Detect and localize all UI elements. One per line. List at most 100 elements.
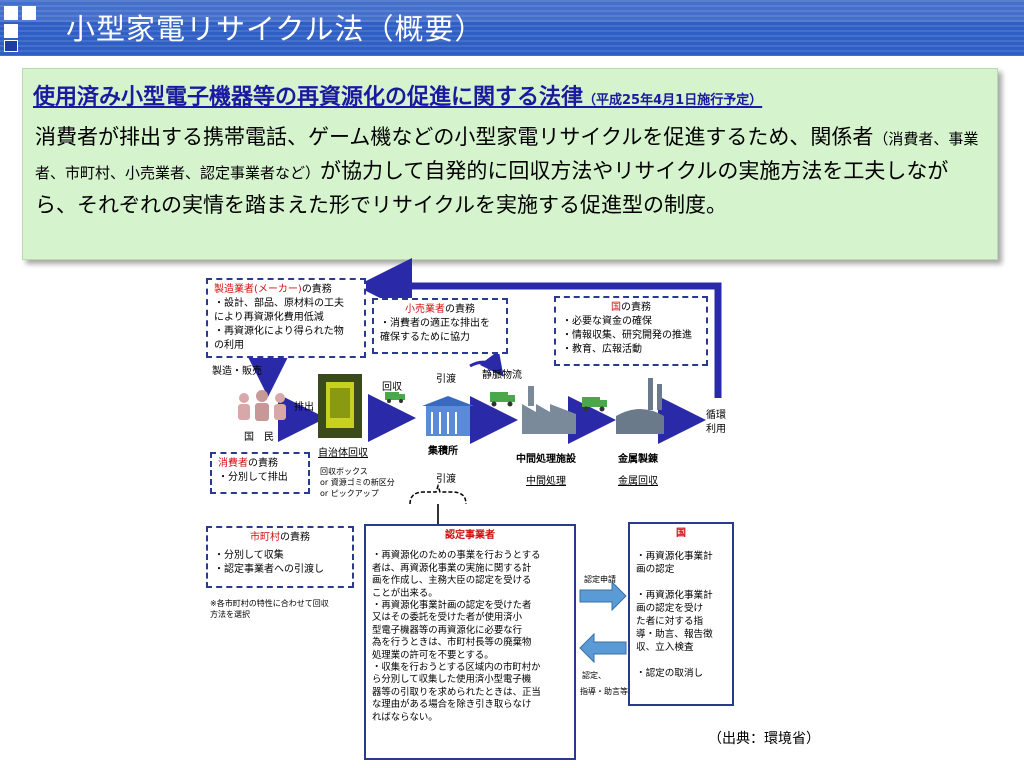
law-date: （平成25年4月1日施行予定） [583, 93, 763, 108]
nation-duty-box: 国の責務 ・必要な資金の確保 ・情報収集、研究開発の推進 ・教育、広報活動 [554, 296, 708, 366]
municipality-note-line: ※各市町村の特性に合わせて回収 [210, 599, 329, 608]
nation-line: ・認定の取消し [636, 668, 704, 679]
certified-line: 又はその委託を受けた者が使用済小 [372, 612, 523, 624]
summary-text-parenthetical: （消費者、事業者、市町村、小売業者、認定事業者など） [35, 130, 979, 182]
certified-line: ・収集を行おうとする区域内の市町村か [372, 662, 541, 674]
smelter-icon [616, 378, 664, 434]
collection-method-item: or 資源ゴミの新区分 [320, 478, 395, 487]
label-cert-guidance-1: 認定、 [582, 671, 606, 680]
label-people: 国 民 [244, 432, 274, 443]
certified-operator-box: 認定事業者 ・再資源化のための事業を行おうとする 者は、再資源化事業の実施に関す… [364, 524, 576, 760]
certified-line: な理由がある場合を除き引き取らなけ [372, 699, 532, 711]
logo-square-4 [4, 40, 18, 52]
maker-title: 製造業者(メーカー) [214, 284, 302, 295]
municipality-line: ・分別して収集 [214, 550, 284, 561]
municipality-title-suffix: の責務 [280, 532, 310, 543]
truck-icon-1 [385, 392, 405, 403]
nation-box: 国 ・再資源化事業計 画の認定 ・再資源化事業計 画の認定を受け た者に対する指… [628, 522, 734, 706]
maker-line: により再資源化費用低減 [214, 312, 324, 323]
maker-line: ・再資源化により得られた物 [214, 326, 344, 337]
summary-text: 消費者が排出する携帯電話、ゲーム機などの小型家電リサイクルを促進するため、関係者… [35, 121, 985, 221]
label-handover-1: 引渡 [436, 374, 456, 385]
municipality-line: ・認定事業者への引渡し [214, 564, 324, 575]
label-intermediate-process: 中間処理 [526, 476, 566, 487]
factory-icon [522, 386, 576, 434]
certified-line: 処理業の許可を不要とする。 [372, 649, 494, 661]
collection-method-item: 回収ボックス [320, 467, 368, 476]
certified-line: ・再資源化のための事業を行おうとする [372, 550, 541, 562]
label-metal-recovery: 金属回収 [618, 476, 658, 487]
nation-line [636, 576, 726, 589]
logo-square-2 [22, 6, 36, 20]
label-cycle-2: 利用 [706, 424, 726, 435]
maker-line: ・設計、部品、原材料の工夫 [214, 298, 344, 309]
nation-duty-line: ・情報収集、研究開発の推進 [562, 330, 692, 341]
logo-square-1 [4, 6, 18, 20]
summary-box: 使用済み小型電子機器等の再資源化の促進に関する法律（平成25年4月1日施行予定）… [22, 68, 998, 260]
municipality-note-line: 方法を選択 [210, 610, 250, 619]
people-icon [238, 390, 286, 421]
certified-line: ことが出来る。 [372, 587, 438, 599]
collection-methods: 回収ボックス or 資源ゴミの新区分 or ピックアップ [320, 466, 395, 499]
summary-text-2: が協力して自発的に回収方法やリサイクルの実施方法を工夫しながら、それぞれの実情を… [35, 159, 949, 217]
nation-line: た者に対する指 [636, 616, 704, 627]
label-handover-2: 引渡 [436, 474, 456, 485]
truck-icon-3 [582, 397, 607, 412]
certified-line: ればならない。 [372, 711, 438, 723]
nation-duty-line: ・必要な資金の確保 [562, 316, 652, 327]
nation-line: ・再資源化事業計 [636, 590, 713, 601]
certified-line: ・再資源化事業計画の認定を受けた者 [372, 600, 532, 612]
label-apply-cert: 認定申請 [584, 575, 616, 584]
retailer-title-suffix: の責務 [445, 304, 475, 315]
label-arterial-logistics: 静脈物流 [482, 370, 522, 381]
collection-curve-arrow [469, 350, 504, 377]
maker-duty-box: 製造業者(メーカー)の責務 ・設計、部品、原材料の工夫 により再資源化費用低減 … [206, 278, 366, 358]
nation-title: 国 [676, 528, 686, 539]
truck-icon-2 [490, 392, 515, 407]
maker-line: の利用 [214, 340, 244, 351]
collection-box-photo [318, 374, 362, 438]
municipality-note: ※各市町村の特性に合わせて回収 方法を選択 [210, 598, 329, 620]
consumer-title-suffix: の責務 [248, 458, 278, 469]
logo-square-3 [4, 24, 18, 38]
label-municipal-collection: 自治体回収 [318, 448, 368, 459]
nation-line: 画の認定を受け [636, 603, 704, 614]
label-smelting: 金属製錬 [618, 454, 658, 465]
bracket [409, 483, 467, 505]
certified-line: 器等の引取りを求められたときは、正当 [372, 686, 541, 698]
label-cycle-1: 循環 [706, 410, 726, 421]
title-bar [0, 0, 1024, 56]
retailer-line: ・消費者の適正な排出を [380, 318, 490, 329]
nation-duty-line: ・教育、広報活動 [562, 344, 642, 355]
retailer-line: 確保するために協力 [380, 332, 470, 343]
label-discharge: 排出 [294, 402, 314, 413]
nation-line: 導・助言、報告徴 [636, 629, 713, 640]
nation-duty-title: 国 [611, 302, 621, 313]
nation-line: 収、立入検査 [636, 642, 694, 653]
nation-line: 画の認定 [636, 564, 675, 575]
municipality-duty-box: 市町村の責務 ・分別して収集 ・認定事業者への引渡し [206, 526, 354, 588]
nation-line [636, 654, 726, 667]
law-title: 使用済み小型電子機器等の再資源化の促進に関する法律（平成25年4月1日施行予定） [33, 79, 762, 111]
label-collection: 回収 [382, 382, 402, 393]
nation-line: ・再資源化事業計 [636, 551, 713, 562]
certified-line: ら分別して収集した使用済小型電子機 [372, 674, 532, 686]
label-manufacture-sale: 製造・販売 [212, 366, 262, 377]
label-collection-site: 集積所 [428, 446, 458, 457]
retailer-title: 小売業者 [405, 304, 445, 315]
label-cert-guidance-2: 指導・助言等 [580, 687, 628, 696]
maker-title-suffix: の責務 [301, 284, 332, 295]
label-intermediate-facility: 中間処理施設 [516, 454, 576, 465]
summary-text-1: 消費者が排出する携帯電話、ゲーム機などの小型家電リサイクルを促進するため、関係者 [35, 125, 874, 149]
collection-method-item: or ピックアップ [320, 489, 379, 498]
municipality-title: 市町村 [250, 532, 280, 543]
guidance-arrow-icon [579, 632, 627, 664]
retailer-duty-box: 小売業者の責務 ・消費者の適正な排出を 確保するために協力 [372, 298, 508, 354]
certified-line: 者は、再資源化事業の実施に関する計 [372, 562, 532, 574]
consumer-title: 消費者 [218, 458, 248, 469]
cycle-arrow [356, 258, 722, 398]
law-name: 使用済み小型電子機器等の再資源化の促進に関する法律 [33, 85, 584, 110]
certified-line: 画を作成し、主務大臣の認定を受ける [372, 575, 532, 587]
consumer-duty-box: 消費者の責務 ・分別して排出 [210, 452, 310, 494]
